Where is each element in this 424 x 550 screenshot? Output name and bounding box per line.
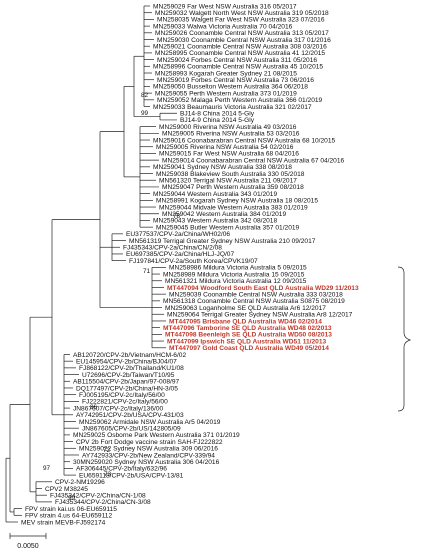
taxon-label: MT447097 Gold Coast QLD Australia WD49 0…: [169, 345, 329, 352]
taxon-label: CPV 2b Fort Dodge vaccine strain SAH-FJ2…: [76, 439, 223, 446]
bootstrap-value: 86: [90, 404, 98, 411]
taxon-label: MN259005 Riverina NSW Australia 54 02/20…: [156, 144, 294, 151]
taxon-label: CPV2 M38245: [45, 486, 88, 493]
taxon-label: EU659118/CPV-2b/USA/CPV-13/81: [79, 472, 184, 479]
taxon-label: JN867605/CPV-2b/US/142805/09: [82, 425, 181, 432]
taxon-label: MN259025 Osborne Park Western Australia …: [73, 432, 240, 439]
scale-bar: 0.0050: [9, 533, 47, 550]
taxon-label: MN259015 Far West NSW Australia 68 04/20…: [159, 151, 299, 158]
taxon-label: MN259019 Forbes Central NSW Australia 73…: [157, 77, 314, 84]
bootstrap-value: 82: [141, 92, 149, 99]
taxon-label: MN259033 Walwa Victoria Australia 70 04/…: [153, 23, 293, 30]
taxon-label: MT447094 Woodford South East QLD Austral…: [167, 285, 359, 292]
bootstrap-value: 73: [104, 471, 112, 478]
taxon-label: MN259033 Beaumauris Victoria Australia 3…: [153, 104, 312, 111]
taxon-label: FJ435344/CPV-2/China/CN-3/08: [55, 499, 151, 506]
highlight-bracket: [397, 266, 412, 412]
taxon-label: MN258989 Mildura Victoria Australia 15 0…: [163, 271, 305, 278]
taxon-label: FPV strain kai.us 06-EU659115: [25, 506, 117, 513]
taxon-label: JN867607/CPV-2c/Italy/136/00: [73, 405, 164, 412]
taxon-label: MT447095 Brisbane QLD Australia WD46 02/…: [169, 318, 322, 325]
taxon-label: MT447096 Tamborine SE QLD Australia WD48…: [163, 325, 332, 332]
taxon-label: MN258986 Mildura Victoria Australia 5 09…: [169, 265, 307, 272]
taxon-label: EU145954/CPV-2b/China/BJ04/07: [76, 358, 177, 365]
taxon-label: FJ197841/CPV-2a/South Korea/CPVK19/07: [129, 258, 258, 265]
taxon-label: MN258995 Coonamble Central NSW Australia…: [155, 50, 325, 57]
taxon-label: MN259038 Blakeview South Australia 330 0…: [156, 171, 305, 178]
taxon-label: MN259000 Riverina NSW Australia 49 03/20…: [159, 124, 297, 131]
taxon-label: BJ14-9 China 2014 5-Gly: [180, 117, 255, 124]
taxon-label: MN259062 Armidale NSW Australia Ar5 04/2…: [79, 419, 221, 426]
taxon-label: MN258993 Kogarah Greater Sydney 21 08/20…: [155, 70, 297, 77]
taxon-label: EU697385/CPV-2a/China/HLJ-JQ/07: [126, 251, 234, 258]
taxon-label: MN259042 Western Australia 384 01/2019: [162, 211, 286, 218]
taxon-label: MN259044 Western Australia 343 01/2019: [153, 191, 277, 198]
taxon-label: FJ005195/CPV-2c/Italy/56/00: [79, 392, 165, 399]
taxon-label: AY742951/CPV-2b/USA/CPV-431/03: [76, 412, 184, 419]
taxon-label: AB115504/CPV-2b/Japan/97-008/97: [73, 379, 180, 386]
taxon-label: MN259063 Loganholme SE QLD Australia Ar6…: [165, 305, 326, 312]
taxon-label: MN259005 Riverina NSW Australia 53 03/20…: [162, 131, 300, 138]
taxon-label: FPV strain 4.us 64-EU659112: [25, 513, 112, 520]
bootstrap-values: 82 99 78 71 86 72 73 97 99: [43, 92, 181, 502]
bootstrap-value: 71: [143, 268, 151, 275]
bootstrap-value: 99: [141, 110, 149, 117]
bootstrap-value: 97: [43, 465, 51, 472]
taxon-label: MT447098 Beenleigh SE QLD Australia WD50…: [165, 332, 332, 339]
tree-branches: [5, 5, 177, 523]
taxon-label: FJ435342/CPV-2/China/CN-1/08: [50, 492, 146, 499]
taxon-label: FJ435343/CPV-2a/China/CN/2/08: [123, 245, 222, 252]
taxon-label: U72696/CPV-2b/Taiwan/T10/95: [82, 372, 175, 379]
taxon-label: EU377537/CPV-2a/China/WH02/06: [126, 231, 230, 238]
taxon-label: MN259022 Sydney NSW Australia 309 06/201…: [79, 446, 218, 453]
taxon-label: MN259032 Walgett North West NSW Australi…: [155, 10, 329, 17]
taxon-label: MN259041 Sydney NSW Australia 338 08/201…: [153, 164, 292, 171]
taxon-label: MN259047 Perth Western Australia 359 08/…: [162, 184, 304, 191]
taxon-label: MN259055 Perth Western Australia 373 01/…: [155, 90, 297, 97]
taxon-label: MN561319 Terrigal Greater Sydney NSW Aus…: [129, 238, 316, 245]
bootstrap-value: 78: [173, 213, 181, 220]
taxon-label: MT447099 Ipswich SE QLD Australia WD51 1…: [167, 338, 327, 345]
taxon-labels: MN259029 Far West NSW Australia 316 05/2…: [21, 3, 359, 526]
taxon-label: MN259039 Coonamble Central NSW Australia…: [169, 291, 343, 298]
taxon-label: MN259044 Midvale Western Australia 383 0…: [159, 204, 308, 211]
taxon-label: AF306445/CPV-2b/Italy/632/96: [76, 466, 167, 473]
taxon-label: MN259024 Forbes Central NSW Australia 31…: [157, 57, 317, 64]
taxon-label: BJ14-8 China 2014 5-Gly: [180, 111, 255, 118]
taxon-label: DQ177497/CPV-2b/China/HN-3/05: [76, 385, 178, 392]
taxon-label: 30MN259020 Sydney NSW Australia 306 04/2…: [73, 459, 220, 466]
bootstrap-value: 99: [68, 495, 76, 502]
scale-bar-label: 0.0050: [17, 543, 39, 550]
taxon-label: MN258991 Kogarah Sydney NSW Australia 18…: [156, 198, 318, 205]
taxon-label: MN259050 Busselton Western Australia 364…: [153, 84, 308, 91]
taxon-label: MN259014 Coonabarabran Central NSW Austr…: [162, 157, 345, 164]
taxon-label: FJ868122/CPV-2b/Thailand/KU1/08: [79, 365, 184, 372]
taxon-label: AB120720/CPV-2b/Vietnam/HCM-6/02: [73, 352, 186, 359]
bootstrap-value: 72: [103, 447, 111, 454]
taxon-label: AY742933/CPV-2b/New Zealand/CPV-339/94: [82, 452, 215, 459]
taxon-label: MN258996 Coonamble Central NSW Australia…: [153, 64, 323, 71]
taxon-label: MN259064 Terrigal Greater Sydney NSW Aus…: [167, 312, 353, 319]
taxon-label: MEV strain MEVB-FJ592174: [21, 519, 106, 526]
taxon-label: MN259045 Butler Western Australia 357 01…: [156, 224, 300, 231]
taxon-label: MN258035 Walgett Far West NSW Australia …: [157, 17, 325, 24]
taxon-label: MN259029 Far West NSW Australia 316 05/2…: [153, 3, 297, 10]
taxon-label: MN259030 Coonamble Central NSW Australia…: [157, 37, 331, 44]
taxon-label: MN259026 Coonamble Central NSW Australia…: [155, 30, 329, 37]
taxon-label: MN259043 Western Australia 342 08/2018: [153, 218, 277, 225]
taxon-label: MN259021 Coonamble Central NSW Australia…: [153, 44, 327, 51]
taxon-label: MN259016 Coonabarabran Central NSW Austr…: [153, 137, 336, 144]
taxon-label: FJ222821/CPV-2c/Italy/56/00: [82, 399, 168, 406]
taxon-label: CPV-2-NM19296: [55, 479, 105, 486]
taxon-label: MN561318 Coonamble Central NSW Australia…: [163, 298, 345, 305]
taxon-label: MN259052 Malaga Perth Western Australia …: [157, 97, 323, 104]
taxon-label: MN561320 Terrigal NSW Australia 211 09/2…: [159, 178, 297, 185]
taxon-label: MN561321 Mildura Victoria Australia 12 0…: [165, 278, 307, 285]
